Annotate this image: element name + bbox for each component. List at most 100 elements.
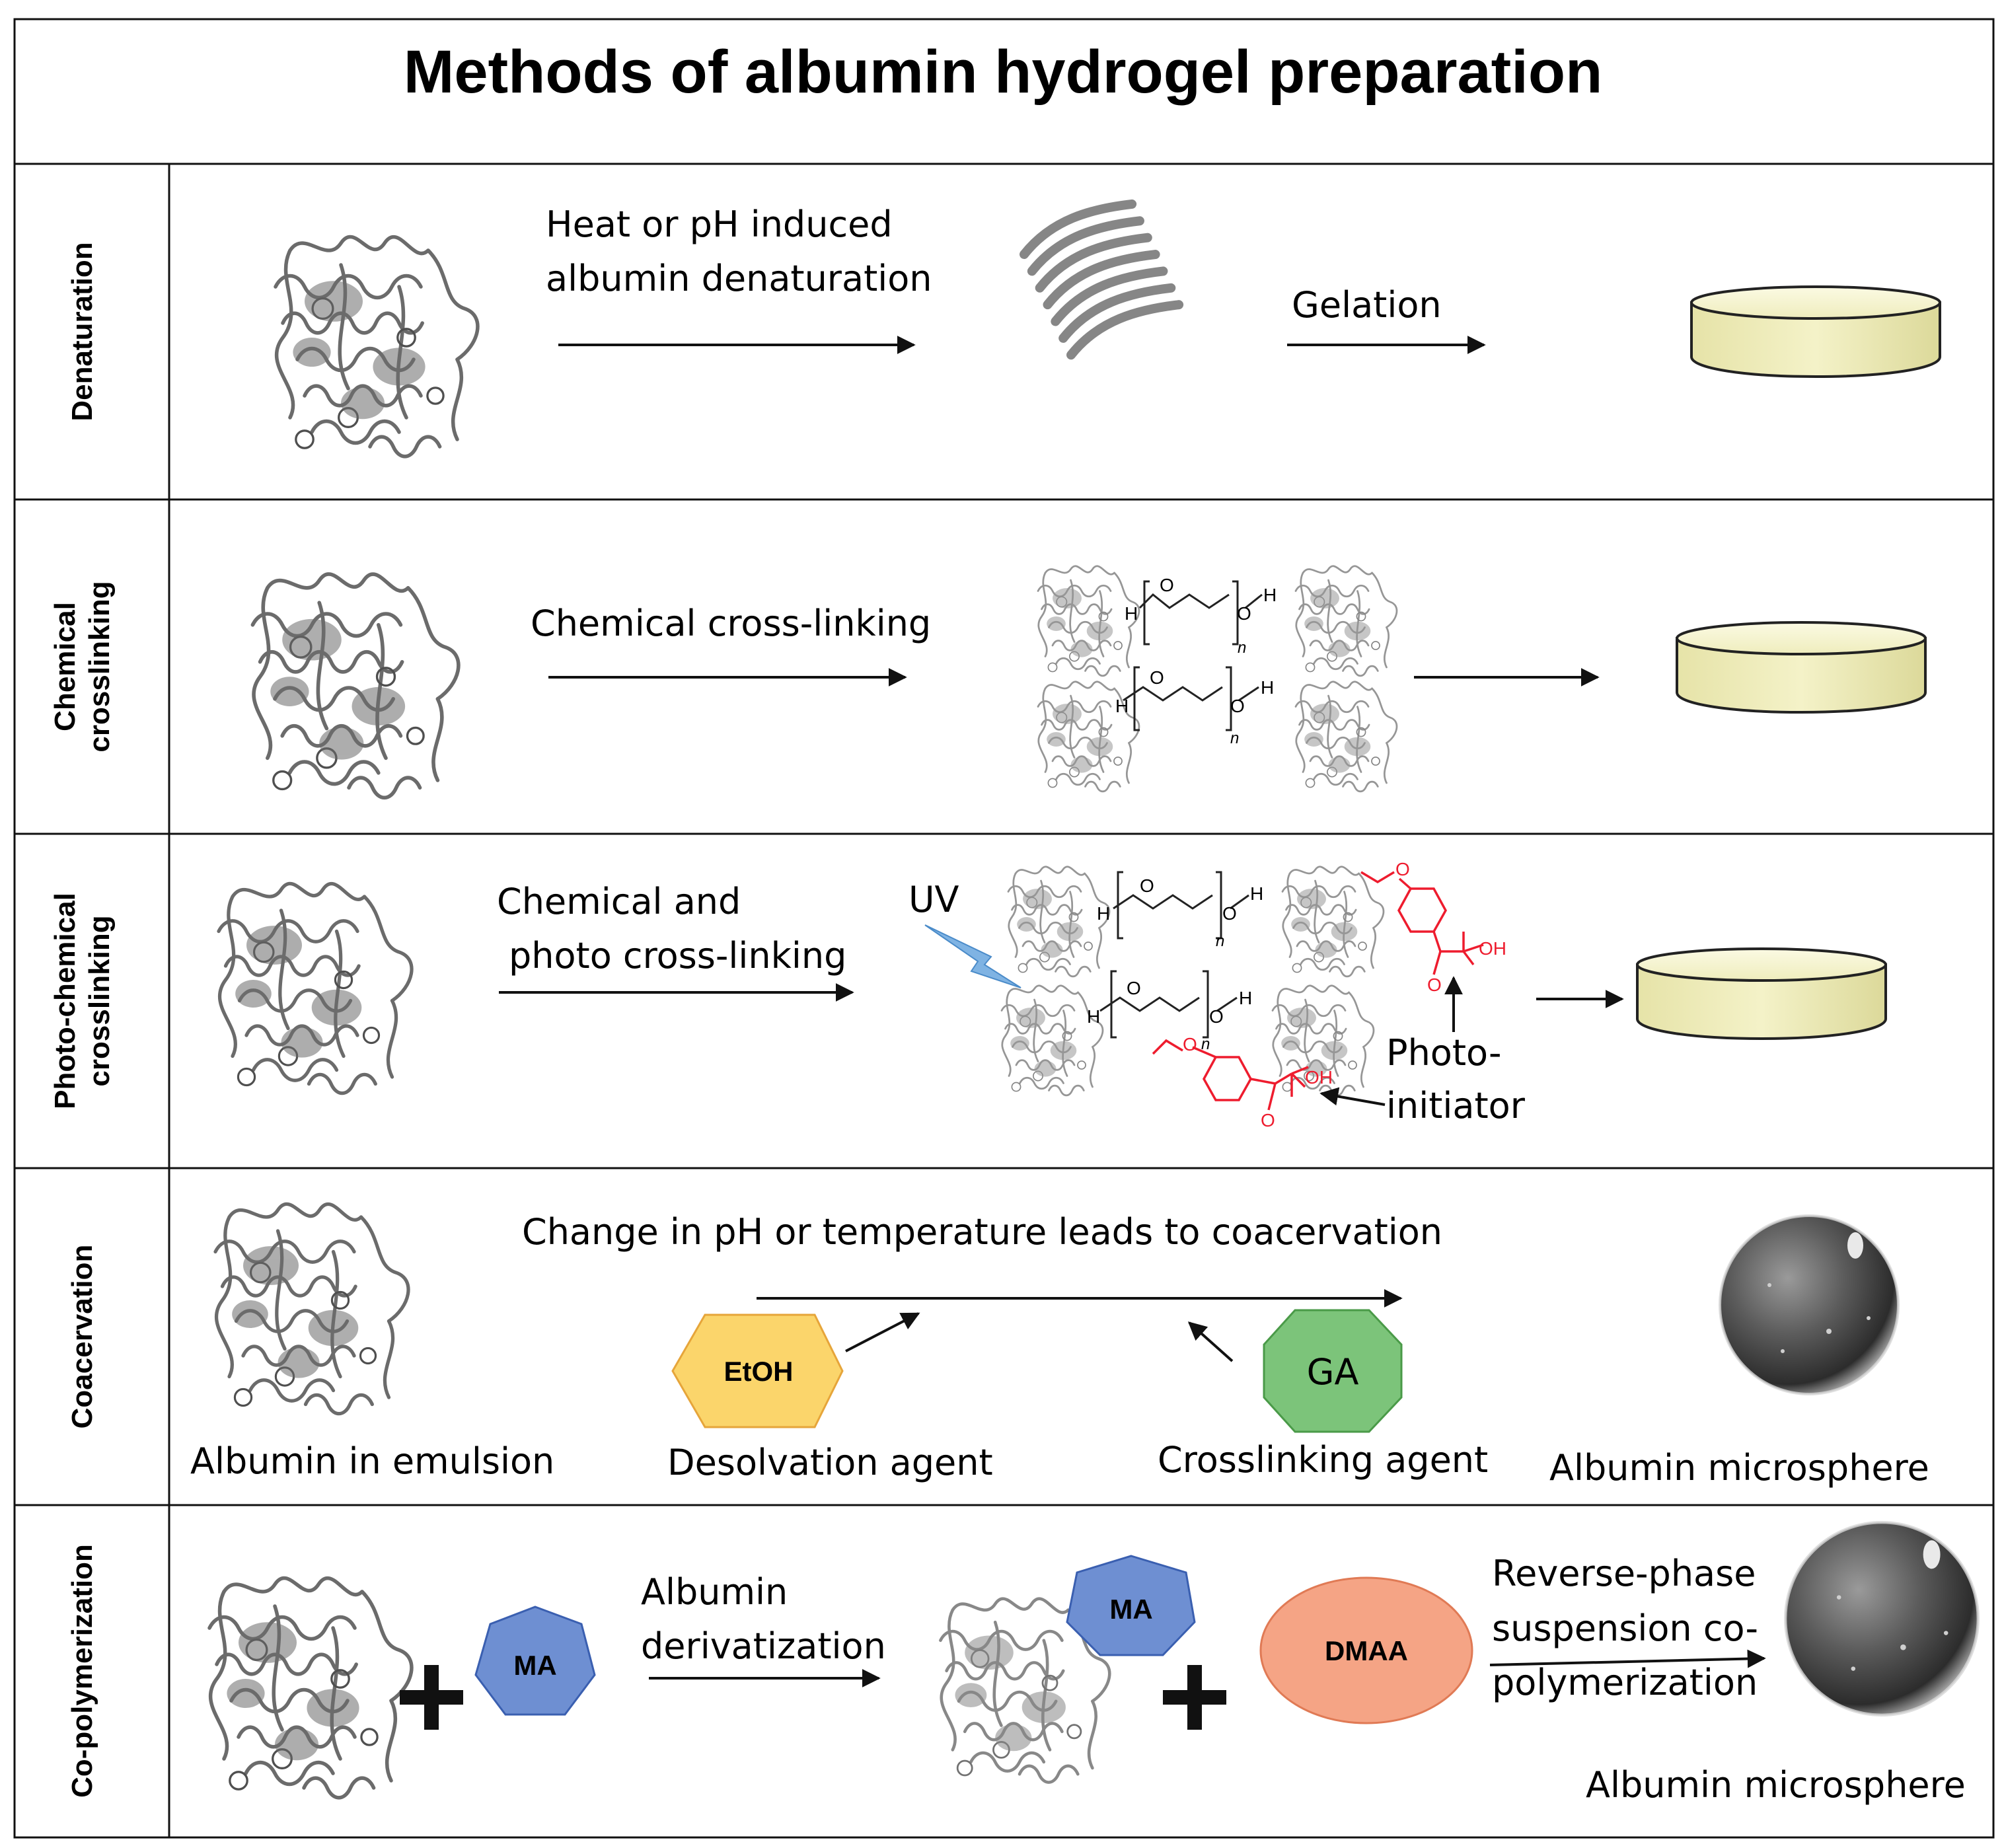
ma-heptagon [474, 1606, 596, 1716]
row-coacervation: Change in pH or temperature leads to coa… [190, 1204, 1929, 1489]
ma-heptagon [1066, 1555, 1196, 1656]
peg-o: O [1209, 1006, 1224, 1027]
peg-h: H [1115, 696, 1129, 716]
initiator-o: O [1427, 975, 1442, 995]
albumin-protein-icon [276, 237, 478, 456]
copolymerization-line: Reverse-phase [1492, 1553, 1756, 1594]
photo-network: H O O H n H O O H n [1000, 859, 1506, 1130]
row-label-line: Coacervation [66, 1245, 98, 1429]
desolvation-agent-label: Desolvation agent [667, 1442, 993, 1483]
peg-o: O [1230, 696, 1245, 716]
chemical-step-label: Chemical cross-linking [531, 603, 931, 644]
initiator-o: O [1183, 1034, 1197, 1054]
row-label-chemical: Chemical crosslinking [49, 581, 116, 752]
derivatization-line: derivatization [641, 1625, 886, 1667]
hydrogel-disc-icon [1636, 947, 1887, 1040]
dmaa-ellipse [1259, 1576, 1473, 1724]
peg-o: O [1222, 903, 1237, 924]
albumin-protein-icon [1281, 866, 1385, 978]
ga-octagon [1263, 1309, 1403, 1433]
peg-h: H [1125, 603, 1138, 624]
denatured-protein-icon [1020, 199, 1184, 360]
photo-step-line: photo cross-linking [509, 935, 846, 977]
peg-linker [1113, 871, 1249, 940]
albumin-protein-icon [215, 1204, 408, 1413]
albumin-protein-icon [1000, 984, 1104, 1097]
ma-label: MA [513, 1650, 556, 1681]
albumin-protein-icon [219, 883, 412, 1093]
peg-o: O [1140, 875, 1154, 896]
peg-n: n [1216, 932, 1224, 950]
initiator-pointer-arrow [1319, 1087, 1386, 1106]
ga-label: GA [1307, 1351, 1359, 1393]
ga-pointer-arrow [1187, 1321, 1234, 1362]
row-label-line: crosslinking [83, 581, 116, 752]
dmaa-label: DMAA [1325, 1635, 1408, 1666]
microsphere-label: Albumin microsphere [1586, 1764, 1966, 1806]
table-grid [13, 18, 1995, 1839]
albumin-protein-icon [209, 1578, 412, 1797]
microsphere-icon [1719, 1214, 1900, 1395]
peg-linker [1138, 580, 1263, 646]
row-label-line: Chemical [49, 602, 81, 731]
uv-label: UV [909, 879, 959, 920]
row-label-denaturation: Denaturation [66, 242, 98, 421]
peg-o: O [1150, 667, 1164, 688]
row-label-line: Co-polymerization [66, 1544, 98, 1798]
plus-icon [1163, 1665, 1226, 1730]
ma-label: MA [1109, 1594, 1152, 1625]
coacervation-step-label: Change in pH or temperature leads to coa… [522, 1211, 1442, 1253]
derivatization-line: Albumin [641, 1571, 788, 1613]
row-label-line: crosslinking [83, 915, 116, 1086]
albumin-emulsion-label: Albumin in emulsion [190, 1440, 554, 1482]
peg-h: H [1261, 677, 1274, 698]
denaturation-step-line: albumin denaturation [546, 258, 932, 299]
row-label-coacervation: Coacervation [66, 1245, 98, 1429]
peg-h: H [1087, 1006, 1100, 1027]
crosslinking-agent-label: Crosslinking agent [1158, 1439, 1488, 1481]
gelation-label: Gelation [1292, 284, 1442, 326]
hydrogel-disc-icon [1690, 285, 1941, 378]
peg-linker [1099, 970, 1238, 1039]
ethanol-pointer-arrow [845, 1312, 920, 1352]
copolymerization-arrow [1489, 1649, 1766, 1668]
albumin-protein-icon [1007, 866, 1111, 978]
row-photo: Chemical and photo cross-linking UV H O … [219, 859, 1887, 1130]
uv-bolt-icon [924, 924, 1021, 988]
row-label-line: Photo-chemical [49, 893, 81, 1109]
peg-h: H [1097, 903, 1110, 924]
albumin-protein-icon [1294, 681, 1398, 793]
crosslinked-network: H O O H n H O O H n [1037, 565, 1398, 793]
row-chemical: Chemical cross-linking H O O H n [252, 565, 1927, 798]
peg-h: H [1239, 988, 1252, 1008]
ethanol-hexagon [671, 1313, 844, 1428]
row-label-photo: Photo-chemical crosslinking [49, 893, 116, 1109]
row-copolymer: MA Albumin derivatization MA DMAA Revers… [209, 1522, 1978, 1806]
initiator-line: initiator [1386, 1085, 1526, 1127]
peg-h: H [1263, 585, 1277, 605]
peg-o: O [1127, 978, 1141, 998]
peg-o: O [1160, 575, 1174, 595]
microsphere-icon [1785, 1522, 1978, 1715]
photoinitiator-structure [1360, 871, 1484, 975]
initiator-oh: OH [1479, 938, 1506, 959]
peg-n: n [1230, 729, 1239, 747]
peg-n: n [1201, 1035, 1210, 1053]
initiator-oh: OH [1305, 1067, 1333, 1088]
microsphere-label: Albumin microsphere [1549, 1447, 1929, 1489]
photoinitiator-structure [1152, 1039, 1309, 1111]
copolymerization-line: polymerization [1492, 1662, 1758, 1703]
row-denaturation: Heat or pH induced albumin denaturation … [276, 199, 1941, 457]
row-label-copolymerization: Co-polymerization [66, 1544, 98, 1798]
plus-icon [400, 1665, 463, 1730]
copolymerization-line: suspension co- [1492, 1608, 1758, 1649]
hydrogel-disc-icon [1676, 621, 1927, 714]
photo-step-line: Chemical and [497, 881, 741, 922]
peg-n: n [1238, 639, 1246, 657]
albumin-protein-icon [1294, 565, 1398, 677]
peg-linker [1123, 666, 1259, 731]
denaturation-step-line: Heat or pH induced [546, 203, 893, 245]
ethanol-label: EtOH [724, 1356, 794, 1387]
peg-h: H [1250, 883, 1263, 904]
